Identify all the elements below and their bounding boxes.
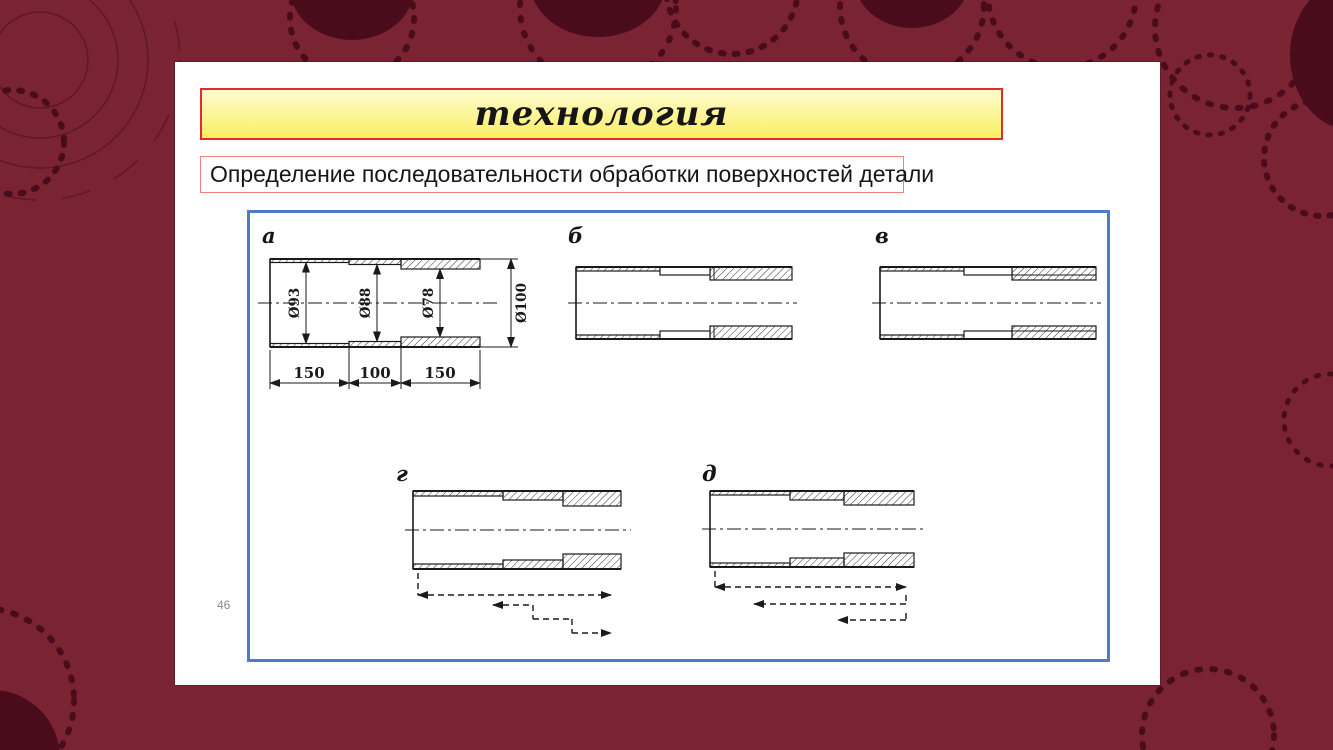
dim-len3: 150: [424, 364, 455, 382]
figure-label-g: г: [396, 461, 408, 486]
drawing-d: [702, 490, 926, 624]
drawing-b: [568, 266, 797, 340]
bore-dimension-lines: [302, 258, 518, 348]
slide-title: технология: [474, 94, 729, 134]
subtitle-box: Определение последовательности обработки…: [200, 156, 934, 193]
dim-len2: 100: [359, 364, 390, 382]
figures-panel: а: [247, 210, 1110, 662]
decor-rings: [0, 0, 181, 201]
dim-d100: Ø100: [514, 283, 530, 323]
dim-len1: 150: [293, 364, 324, 382]
figure-label-d: д: [702, 461, 717, 486]
page-number: 46: [217, 598, 231, 612]
figure-label-v: в: [875, 223, 889, 248]
title-box: технология: [200, 88, 1003, 140]
drawing-v: [872, 266, 1101, 340]
figure-label-b: б: [568, 223, 584, 248]
figure-label-a: а: [262, 223, 276, 248]
tool-path-g: [417, 573, 612, 637]
drawing-a: Ø93 Ø88 Ø78 Ø100 150 100 150: [258, 258, 530, 389]
drawing-g: [405, 490, 631, 637]
dim-d78: Ø78: [421, 288, 437, 319]
slide: технология Определение последовательност…: [175, 62, 1160, 685]
length-dimension-lines: [269, 348, 481, 389]
dim-d93: Ø93: [287, 288, 303, 319]
dim-d88: Ø88: [358, 288, 374, 319]
slide-subtitle: Определение последовательности обработки…: [210, 161, 935, 187]
tool-path-d: [714, 571, 907, 624]
